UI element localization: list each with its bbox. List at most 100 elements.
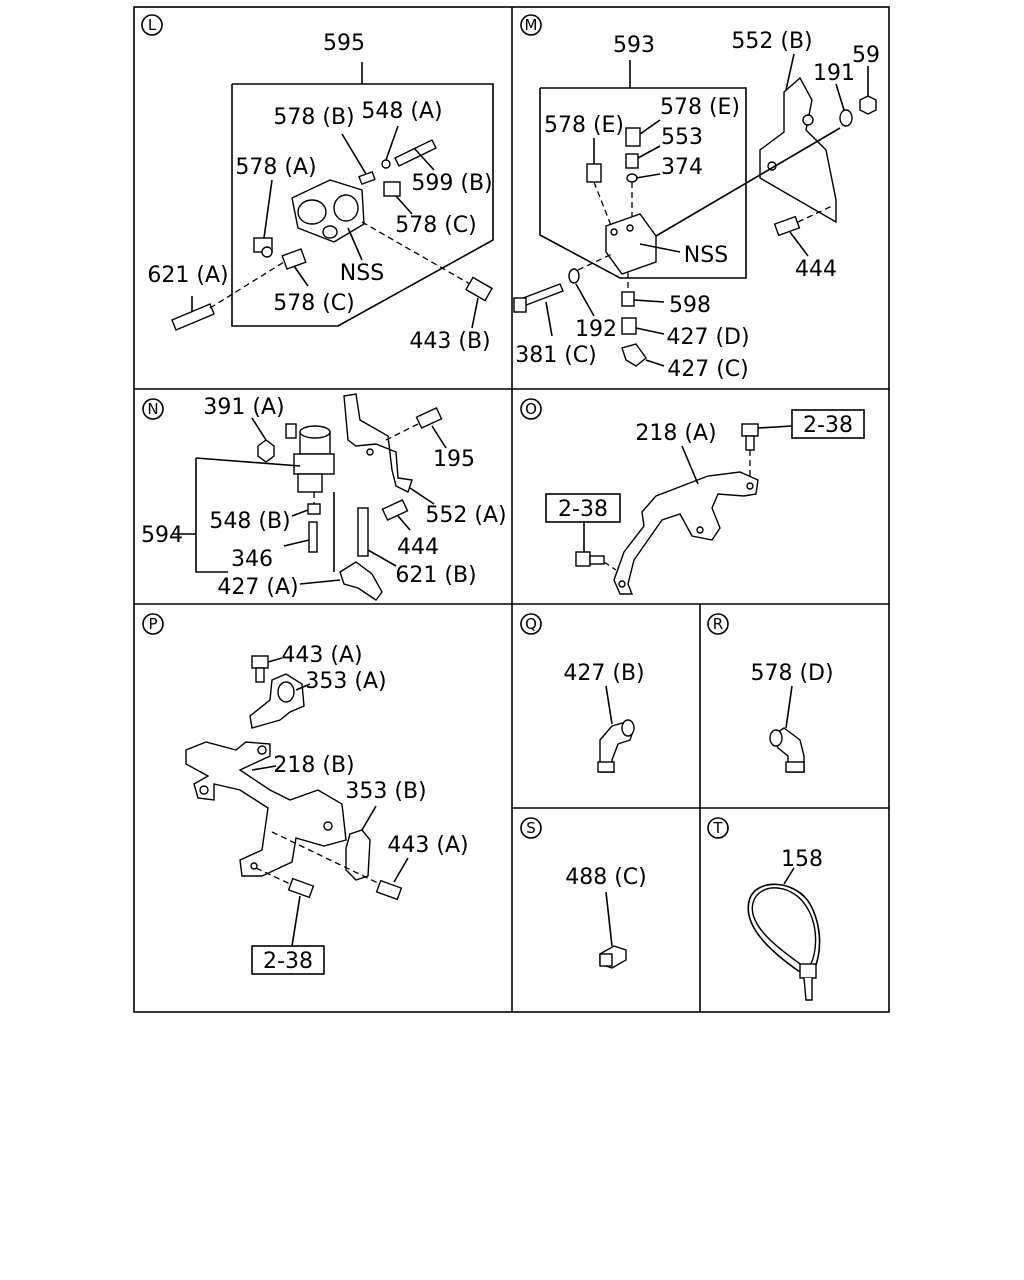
bolt-bottom-icon: [287, 877, 315, 899]
label-nss-l: NSS: [340, 261, 384, 286]
label-443b: 443 (B): [409, 329, 490, 354]
fitting-598-icon: [621, 291, 635, 307]
pipe-621a-icon: [171, 303, 215, 331]
bolt-top-icon: [741, 423, 759, 451]
label-59: 59: [852, 43, 880, 68]
bolt-443a-right-icon: [375, 879, 403, 901]
label-578c-top: 578 (C): [395, 213, 477, 238]
fitting-578a-icon: [253, 237, 273, 258]
panel-n-marker: N: [147, 400, 158, 418]
label-578e-right: 578 (E): [660, 95, 740, 120]
panel-r: R 578 (D): [707, 613, 834, 773]
pipe-621b-icon: [357, 507, 369, 557]
label-218a: 218 (A): [635, 421, 716, 446]
label-548b: 548 (B): [209, 509, 290, 534]
label-353a: 353 (A): [305, 669, 386, 694]
label-ref-top[interactable]: 2-38: [803, 413, 853, 438]
clamp-353a-icon: [249, 673, 305, 729]
screw-578b-icon: [358, 170, 376, 186]
panel-l-marker: L: [148, 16, 157, 34]
label-578b: 578 (B): [273, 105, 354, 130]
panel-m-marker: M: [525, 16, 538, 34]
panel-p: P 443 (A) 353 (A) 218 (B) 353 (B): [142, 613, 469, 975]
label-218b: 218 (B): [273, 753, 354, 778]
label-444-m: 444: [795, 257, 837, 282]
label-427d: 427 (D): [666, 325, 749, 350]
bracket-218a-icon: [613, 471, 759, 595]
bolt-195-icon: [415, 406, 443, 430]
pipe-346-icon: [308, 521, 318, 553]
label-594: 594: [141, 523, 183, 548]
bolt-443a-top-icon: [251, 655, 269, 683]
label-552a: 552 (A): [425, 503, 506, 528]
panel-m: M 593 552 (B) 59 191 NSS: [513, 14, 880, 382]
clamp-353b-icon: [345, 829, 371, 881]
label-621b: 621 (B): [395, 563, 476, 588]
label-595: 595: [323, 31, 365, 56]
panel-t: T 158: [707, 817, 823, 1001]
pipe-599b-icon: [394, 139, 437, 167]
label-158: 158: [781, 847, 823, 872]
label-nss-m: NSS: [684, 243, 728, 268]
label-381c: 381 (C): [515, 343, 597, 368]
manifold-block-icon: [605, 213, 657, 275]
panel-l: L 595 599 (B) 548 (A) 578 (B) 5: [141, 14, 494, 354]
label-391a: 391 (A): [203, 395, 284, 420]
elbow-427c-icon: [621, 343, 647, 367]
label-621a: 621 (A): [147, 263, 228, 288]
washer-192-icon: [568, 268, 580, 284]
label-578d: 578 (D): [750, 661, 833, 686]
bracket-218b-icon: [185, 741, 347, 877]
bracket-552b-icon: [759, 76, 837, 224]
label-ref-p[interactable]: 2-38: [263, 949, 313, 974]
ref-box-left[interactable]: [545, 493, 621, 523]
fitting-578c-bottom-icon: [281, 248, 307, 270]
panel-r-marker: R: [713, 615, 723, 633]
clip-548a-icon: [381, 159, 391, 169]
valve-body-icon: [291, 179, 365, 243]
ref-box-bottom[interactable]: [251, 945, 325, 975]
label-427b: 427 (B): [563, 661, 644, 686]
label-192: 192: [575, 317, 617, 342]
cable-tie-158-icon: [747, 883, 821, 1001]
tee-427a-icon: [339, 561, 383, 601]
label-578a-left: 578 (A): [235, 155, 316, 180]
spacer-553-icon: [625, 153, 639, 169]
clip-548b-icon: [307, 503, 321, 515]
label-ref-left[interactable]: 2-38: [558, 497, 608, 522]
fitting-578c-top-icon: [383, 181, 401, 197]
label-374: 374: [661, 155, 703, 180]
label-553: 553: [661, 125, 703, 150]
nut-391a-icon: [257, 439, 275, 463]
label-599b: 599 (B): [411, 171, 492, 196]
fitting-578e-left-icon: [586, 163, 602, 183]
panel-p-marker: P: [148, 615, 157, 633]
label-444-n: 444: [397, 535, 439, 560]
panel-n: N 391 (A) 552 (A) 195 594: [141, 393, 507, 601]
panel-q: Q 427 (B): [520, 613, 645, 773]
bolt-444n-icon: [381, 498, 409, 522]
label-578c-bottom: 578 (C): [273, 291, 355, 316]
panel-t-marker: T: [712, 819, 723, 837]
label-548a: 548 (A): [361, 99, 442, 124]
ref-box-top[interactable]: [791, 409, 865, 439]
label-598: 598: [669, 293, 711, 318]
panel-o-marker: O: [525, 400, 537, 418]
panel-s-marker: S: [526, 819, 536, 837]
panel-o: O 218 (A) 2-38 2-38: [520, 398, 865, 595]
label-443a-top: 443 (A): [281, 643, 362, 668]
bolt-444-icon: [773, 215, 801, 237]
fitting-578e-right-icon: [625, 127, 641, 147]
bolt-left-icon: [575, 551, 605, 567]
label-346: 346: [231, 547, 273, 572]
nut-59-icon: [859, 95, 877, 115]
oring-374-icon: [626, 173, 638, 183]
label-191: 191: [813, 61, 855, 86]
fitting-427d-icon: [621, 317, 637, 335]
label-427c: 427 (C): [667, 357, 749, 382]
diagram-grid: [133, 6, 890, 1013]
label-488c: 488 (C): [565, 865, 647, 890]
bolt-443b-icon: [465, 276, 493, 302]
label-353b: 353 (B): [345, 779, 426, 804]
